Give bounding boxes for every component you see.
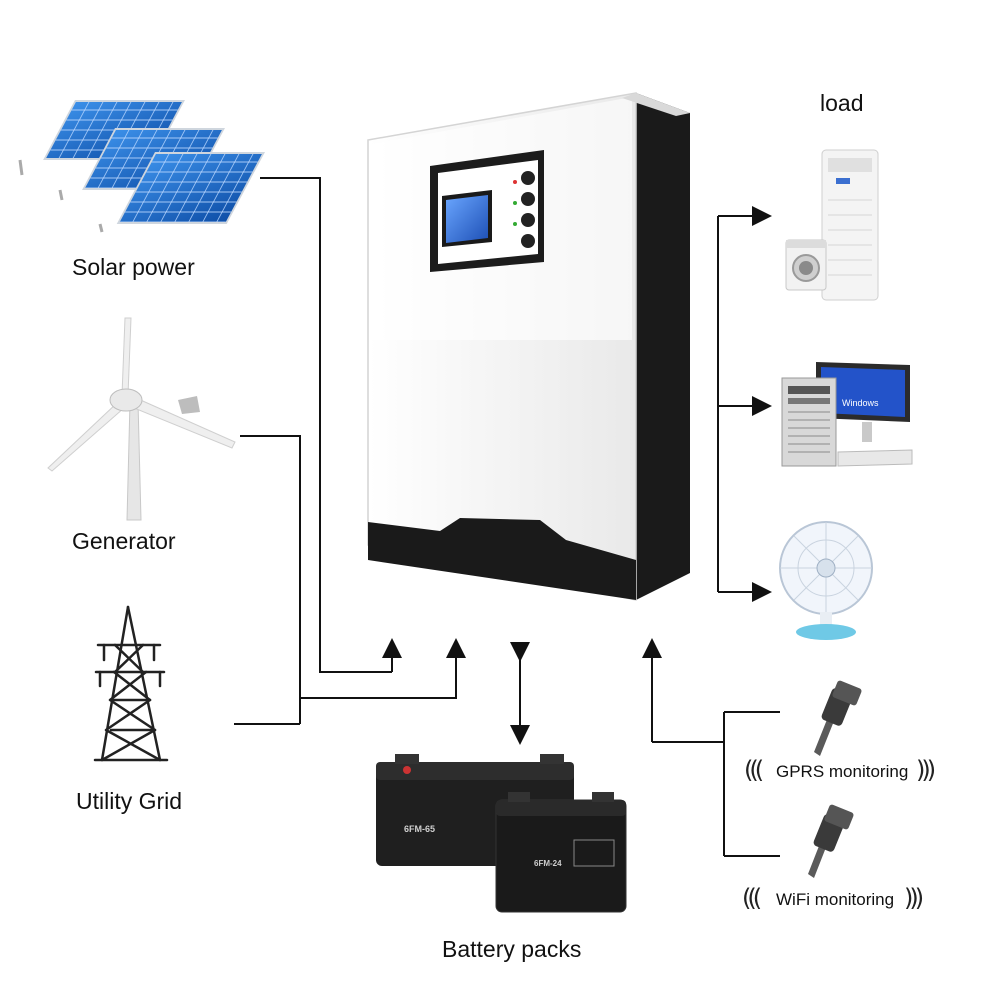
- generator-label: Generator: [72, 528, 176, 554]
- solar-to-inverter-line: [260, 177, 392, 673]
- connection-lines: [234, 177, 780, 857]
- signal-waves-left-wifi: (((: [742, 884, 762, 912]
- panel-button-1: [521, 171, 535, 185]
- gprs-label: GPRS monitoring: [776, 762, 909, 781]
- battery-model-small: 6FM-24: [534, 859, 562, 868]
- signal-waves-right-wifi: ))): [904, 884, 924, 912]
- battery-model-large: 6FM-65: [404, 824, 435, 834]
- fan-icon: [779, 521, 873, 640]
- transmission-tower-icon: [93, 605, 169, 762]
- washing-machine-icon: [785, 239, 827, 291]
- solar-label: Solar power: [72, 254, 195, 280]
- panel-button-4: [521, 234, 535, 248]
- lcd-screen: [446, 195, 488, 243]
- load-label: load: [820, 90, 864, 116]
- panel-button-3: [521, 213, 535, 227]
- signal-waves-left-gprs: (((: [744, 756, 764, 784]
- wifi-dongle-icon: [808, 804, 854, 878]
- screen-text: Windows: [842, 398, 879, 408]
- generator-line: [240, 435, 301, 724]
- panel-button-2: [521, 192, 535, 206]
- solar-panel-icon: [18, 100, 265, 233]
- air-conditioner-icon: [821, 149, 879, 301]
- battery-label: Battery packs: [442, 936, 582, 962]
- control-panel: [430, 150, 544, 272]
- gprs-dongle-icon: [814, 680, 862, 756]
- battery-icon: 6FM-65 6FM-24: [376, 754, 627, 913]
- signal-waves-right-gprs: ))): [916, 756, 936, 784]
- grid-label: Utility Grid: [76, 788, 183, 814]
- wifi-label: WiFi monitoring: [776, 890, 895, 909]
- inverter-icon: [367, 92, 690, 601]
- computer-icon: Windows: [781, 362, 913, 467]
- wind-turbine-icon: [47, 317, 236, 521]
